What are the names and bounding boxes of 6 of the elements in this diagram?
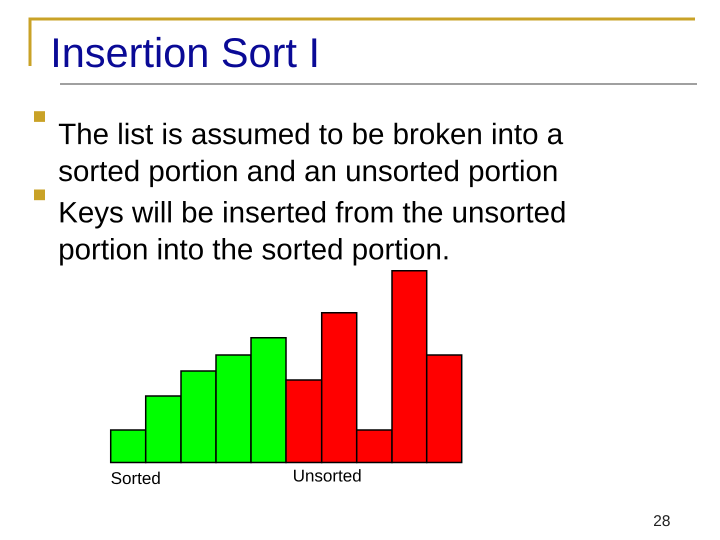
bar-label: Sorted [111,472,160,484]
bullet-text: Keys will be inserted from the unsorted portion into the sorted portion. [60,201,564,266]
bar-label: Unsorted [294,469,361,482]
bullet-text: The list is assumed to be broken into a sorted portion and an unsorted portion [58,122,564,188]
title: Insertion Sort I [54,36,316,68]
page-number: 28 [654,515,670,526]
